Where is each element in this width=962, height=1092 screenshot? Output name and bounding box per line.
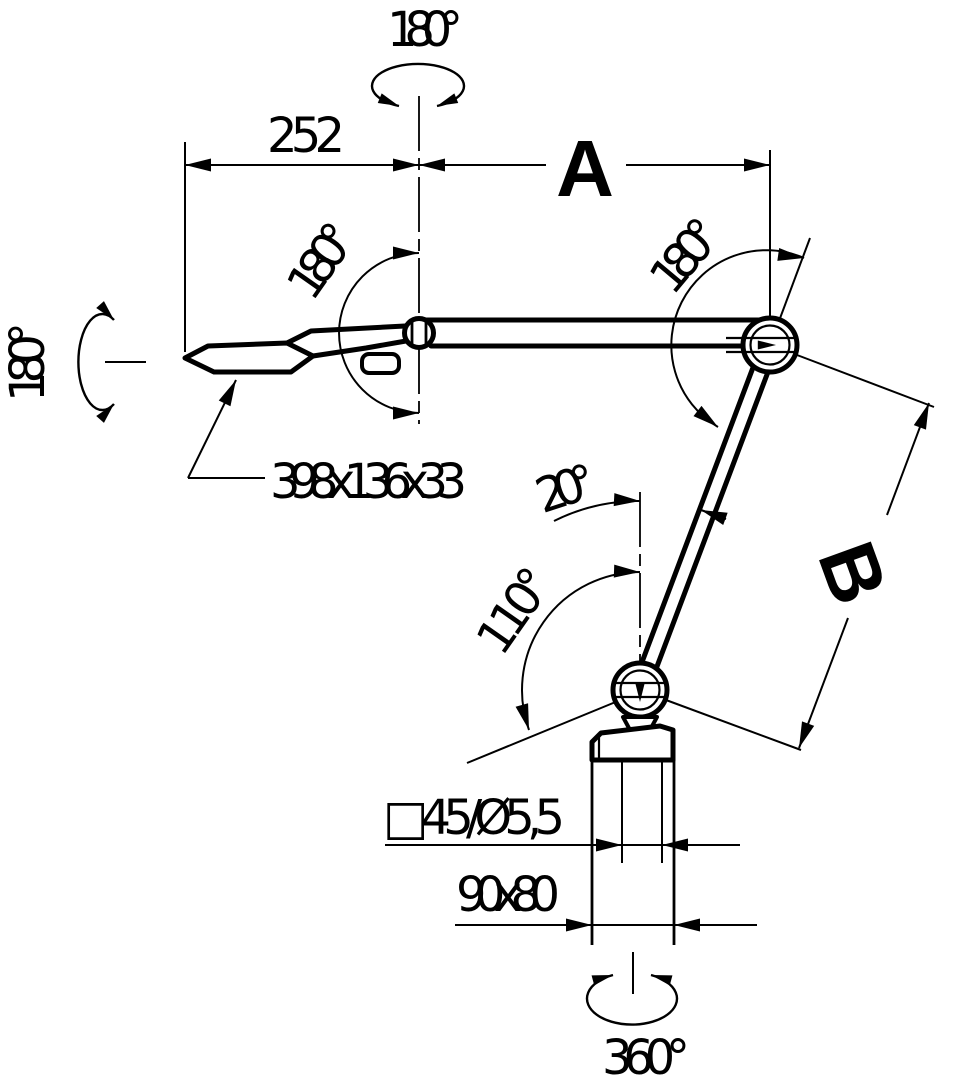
rotation-symbol-base	[585, 969, 679, 1026]
rotation-symbol-top	[370, 62, 466, 111]
rotation-symbol-left	[77, 301, 118, 423]
lower-angle-label: 110°	[466, 557, 565, 664]
forearm	[630, 338, 780, 696]
arrow-icon	[218, 377, 242, 407]
joint-2	[726, 315, 800, 375]
head-dimensions-label: 398x136x33	[270, 454, 467, 510]
switch-tab	[360, 352, 401, 375]
joint2-angle-label: 180°	[639, 207, 733, 304]
arrow-icon	[393, 406, 419, 420]
arrow-icon	[613, 564, 641, 579]
rotation-base-label: 360°	[602, 1030, 690, 1086]
lamp-head	[182, 323, 409, 375]
arrow-icon	[515, 703, 536, 732]
rotation-left-label: 180°	[0, 322, 56, 402]
arrow-icon	[913, 400, 936, 430]
arrow-icon	[435, 93, 459, 111]
arrow-icon	[96, 301, 118, 324]
arrow-icon	[674, 918, 700, 932]
arrow-icon	[744, 158, 770, 172]
upper-arm	[421, 317, 771, 349]
base-clamp	[589, 723, 676, 945]
arrow-icon	[419, 158, 445, 172]
mount-spec-label: □45/Ø5,5	[383, 790, 565, 846]
arrow-icon	[566, 918, 592, 932]
arrow-icon	[613, 493, 641, 508]
dim-a-label: A	[556, 124, 614, 213]
tilt-angle-label: 20°	[529, 453, 603, 525]
dim-252-label: 252	[267, 108, 345, 164]
arrow-icon	[377, 93, 401, 111]
joint-1	[402, 316, 436, 350]
dimension-lines	[184, 142, 935, 926]
arrow-icon	[393, 158, 419, 172]
arrow-icon	[96, 400, 118, 423]
arrow-icon	[792, 721, 815, 751]
base-dimensions-label: 90x80	[456, 867, 560, 923]
arrow-icon	[393, 246, 419, 260]
arrow-icon	[185, 158, 211, 172]
joint-3	[610, 660, 670, 732]
arrow-icon	[596, 838, 622, 852]
arrow-icon	[649, 969, 673, 986]
arrow-icon	[591, 969, 615, 986]
rotation-top-label: 180°	[387, 2, 463, 58]
dim-b-label: B	[801, 531, 904, 616]
joint1-angle-label: 180°	[276, 212, 368, 310]
